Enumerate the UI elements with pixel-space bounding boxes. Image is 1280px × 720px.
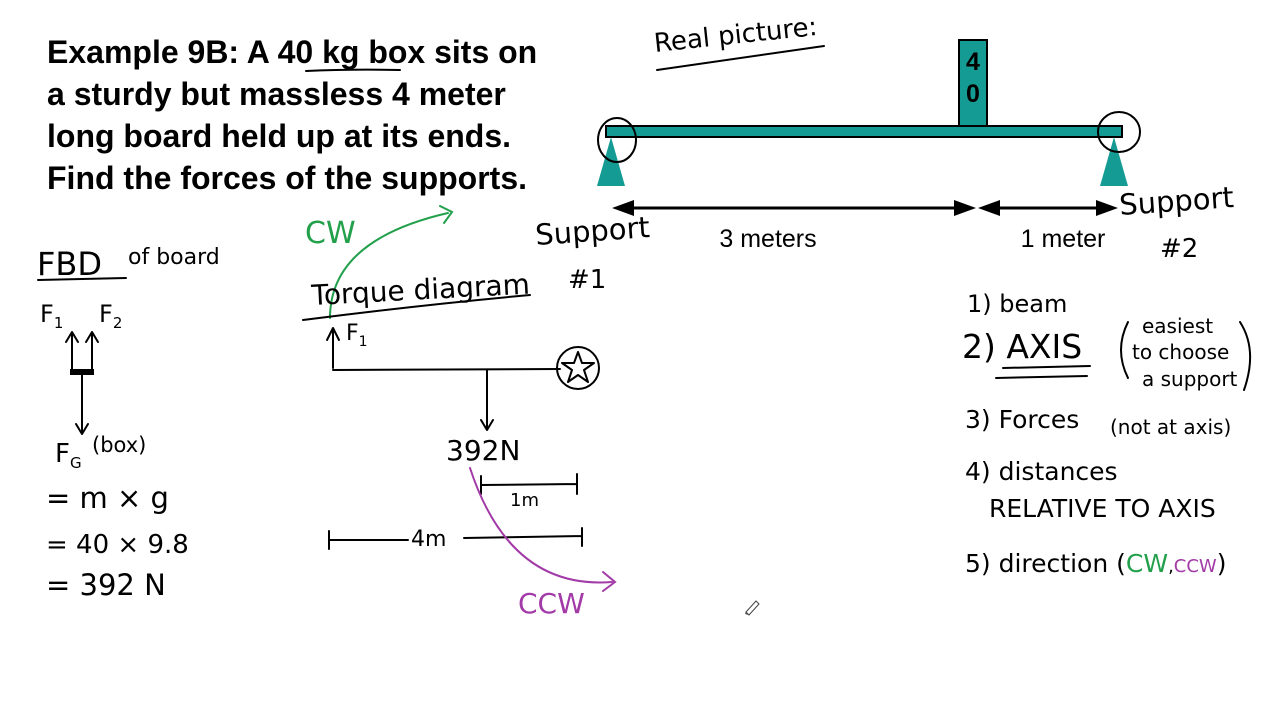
- ccw-arrowhead: [602, 571, 617, 592]
- problem-line-4: Find the forces of the supports.: [47, 160, 527, 196]
- torque-board-line: [332, 368, 561, 371]
- cw-arrowhead: [439, 205, 454, 224]
- beam: [605, 125, 1123, 138]
- problem-line-3: long board held up at its ends.: [47, 118, 511, 154]
- step-2-paren-left: [1120, 321, 1129, 379]
- support-1-number: #1: [568, 265, 606, 295]
- step-1: 1) beam: [967, 290, 1067, 318]
- fbd-eq-3: = 392 N: [46, 568, 166, 602]
- torque-cw-label: CW: [305, 216, 356, 251]
- cw-curve: [329, 212, 449, 319]
- support-2-label: Support: [1118, 180, 1235, 222]
- torque-title-underline: [302, 294, 531, 321]
- axis-star-icon: [561, 351, 595, 383]
- step-3-note: (not at axis): [1110, 415, 1231, 439]
- fbd-fg-note: (box): [92, 433, 146, 457]
- fbd-underline: [37, 277, 127, 281]
- step-2-underline: [995, 365, 1091, 379]
- step-2-note-2: to choose: [1132, 340, 1229, 364]
- real-picture-label: Real picture:: [653, 12, 819, 59]
- fbd-eq-1: = m × g: [46, 481, 169, 515]
- torque-392n-label: 392N: [446, 434, 520, 467]
- pen-cursor-icon: [745, 600, 760, 616]
- fbd-title-of-board: of board: [128, 245, 220, 270]
- axis-circle: [556, 346, 600, 390]
- real-picture-underline: [656, 45, 825, 71]
- dist-3-meters: 3 meters: [719, 225, 816, 253]
- step-2-note-1: easiest: [1142, 314, 1213, 338]
- step-2: 2) AXIS: [962, 327, 1082, 366]
- fbd-f2-label: F2: [99, 300, 122, 332]
- real-picture: Real picture: 4 0 3 meters 1 meter Suppo…: [534, 12, 1235, 295]
- underline-40kg: [305, 68, 401, 72]
- box-digit-bottom: 0: [966, 80, 980, 108]
- dim-4m: [328, 527, 583, 550]
- fbd-fg-arrow: [75, 374, 89, 435]
- fbd-board-dot: [70, 369, 94, 375]
- dim-1m: [480, 473, 578, 495]
- torque-1m-label: 1m: [510, 490, 539, 511]
- support-2-circle: [1097, 111, 1141, 153]
- box-digit-top: 4: [966, 48, 980, 76]
- problem-statement: Example 9B: A 40 kg box sits on a sturdy…: [47, 34, 537, 196]
- fbd-f1-arrow: [65, 331, 79, 371]
- fbd-fg-label: FG: [55, 439, 82, 472]
- fbd-eq-2: = 40 × 9.8: [46, 530, 189, 560]
- fbd-f2-arrow: [85, 331, 99, 371]
- step-5: 5) direction (CW,CCW): [965, 549, 1227, 578]
- dimension-1m: [978, 200, 1118, 216]
- step-2-paren-right: [1239, 321, 1252, 391]
- torque-4m-label: 4m: [411, 527, 446, 552]
- support-2-triangle: [1100, 137, 1128, 186]
- problem-line-1: Example 9B: A 40 kg box sits on: [47, 34, 537, 70]
- torque-f1-arrow: [326, 327, 340, 369]
- dist-1-meter: 1 meter: [1021, 225, 1106, 253]
- torque-ccw-label: CCW: [518, 587, 585, 620]
- fbd-f1-label: F1: [40, 300, 63, 332]
- support-1-circle: [597, 117, 637, 163]
- step-3: 3) Forces: [965, 405, 1079, 434]
- fbd-title: FBD: [37, 245, 102, 283]
- problem-line-2: a sturdy but massless 4 meter: [47, 76, 506, 112]
- step-2-note-3: a support: [1142, 367, 1238, 391]
- support-2-number: #2: [1160, 234, 1198, 264]
- torque-392n-arrow: [480, 369, 494, 431]
- torque-diagram: CW Torque diagram F1 392N 1m 4m CCW: [302, 205, 617, 620]
- steps-list: 1) beam 2) AXIS easiest to choose a supp…: [962, 290, 1252, 578]
- dimension-3m: [612, 200, 976, 216]
- ccw-curve: [469, 467, 613, 584]
- fbd-section: FBD of board F1 F2 FG (box) = m × g = 40…: [37, 245, 220, 602]
- support-1-label: Support: [534, 210, 651, 252]
- step-4-line-2: RELATIVE TO AXIS: [989, 494, 1216, 523]
- step-4-line-1: 4) distances: [965, 457, 1118, 486]
- torque-f1-label: F1: [346, 321, 368, 350]
